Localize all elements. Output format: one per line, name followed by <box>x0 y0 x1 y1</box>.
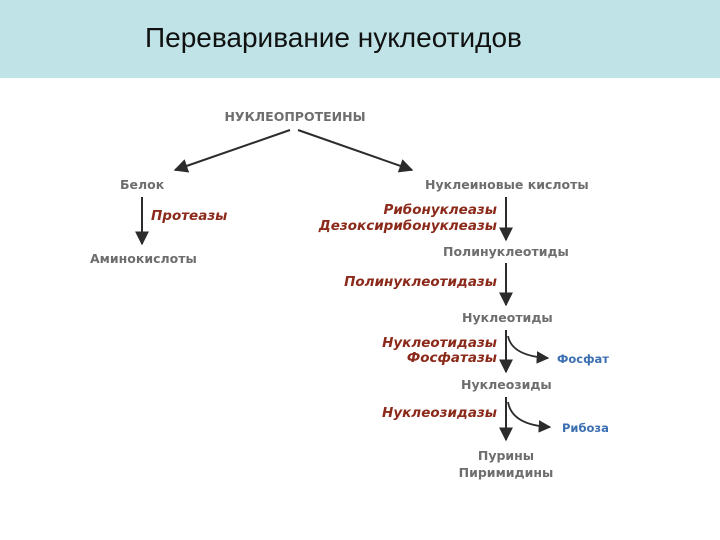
enzyme-deoxyribonucleases: Дезоксирибонуклеазы <box>318 218 497 234</box>
arrow-to-ribose <box>507 401 552 433</box>
node-phosphate: Фосфат <box>557 352 609 366</box>
node-nucleoproteins: НУКЛЕОПРОТЕИНЫ <box>224 109 365 124</box>
title-bar <box>0 0 720 78</box>
enzyme-phosphatases: Фосфатазы <box>407 350 497 366</box>
slide-title: Переваривание нуклеотидов <box>145 22 522 53</box>
node-purines: Пурины <box>478 448 534 463</box>
node-pyrimidines: Пиримидины <box>459 465 554 480</box>
node-nucleic-acids: Нуклеиновые кислоты <box>425 177 589 192</box>
enzyme-nucleotidases: Нуклеотидазы <box>382 335 497 351</box>
arrow-to-phosphate <box>507 335 550 364</box>
enzyme-polynucleotidases: Полинуклеотидазы <box>344 274 497 290</box>
enzyme-nucleosidases: Нуклеозидазы <box>382 405 497 421</box>
node-nucleotides: Нуклеотиды <box>462 310 553 325</box>
enzyme-protease: Протеазы <box>151 208 227 224</box>
node-amino-acids: Аминокислоты <box>90 251 197 266</box>
node-polynucleotides: Полинуклеотиды <box>443 244 569 259</box>
enzyme-ribonucleases: Рибонуклеазы <box>383 202 497 218</box>
node-nucleosides: Нуклеозиды <box>461 377 552 392</box>
node-ribose: Рибоза <box>562 421 609 435</box>
arrow-to-nucleic-acids <box>297 129 414 173</box>
node-protein: Белок <box>120 177 165 192</box>
arrow-to-protein <box>173 129 291 173</box>
